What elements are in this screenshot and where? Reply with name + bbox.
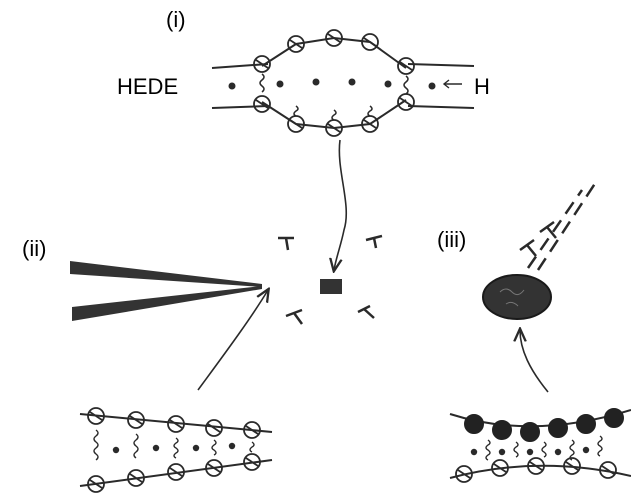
lattice-line: [407, 105, 475, 109]
nucleation-center: [278, 139, 383, 325]
lower-chain: [261, 99, 407, 130]
hydrogen-dots: [228, 78, 436, 90]
dashed-line-2: [526, 189, 584, 269]
panel-label-ii: (ii): [22, 236, 47, 261]
tip-wedge-lower: [72, 286, 262, 321]
dashed-line-1: [536, 181, 598, 271]
dislocation-symbols: [278, 234, 383, 325]
upper-chain: [261, 36, 407, 69]
arrow-from-hede: [334, 139, 348, 270]
cluster-square: [320, 279, 342, 294]
hede-defect-panel-i: [211, 29, 475, 137]
tip-panel-ii: [70, 261, 268, 391]
wavy-bonds: [259, 73, 409, 121]
hede-label: HEDE: [117, 74, 179, 99]
tip-wedge-upper: [70, 261, 262, 287]
lattice-bottom-right: [449, 408, 631, 483]
lattice-line: [407, 63, 475, 67]
platelet-panel-iii: [482, 181, 598, 393]
platelet-ellipse: [482, 274, 552, 320]
panel-label-i: (i): [166, 7, 186, 32]
arrow-to-platelet: [520, 330, 549, 393]
arrow-to-tip: [197, 290, 268, 391]
hydrogen-label: H: [474, 74, 490, 99]
atoms-upper: [253, 29, 415, 75]
lattice-line: [211, 105, 269, 109]
lattice-bottom-left: [79, 407, 273, 493]
panel-label-iii: (iii): [437, 227, 467, 252]
lattice-line: [211, 63, 269, 69]
